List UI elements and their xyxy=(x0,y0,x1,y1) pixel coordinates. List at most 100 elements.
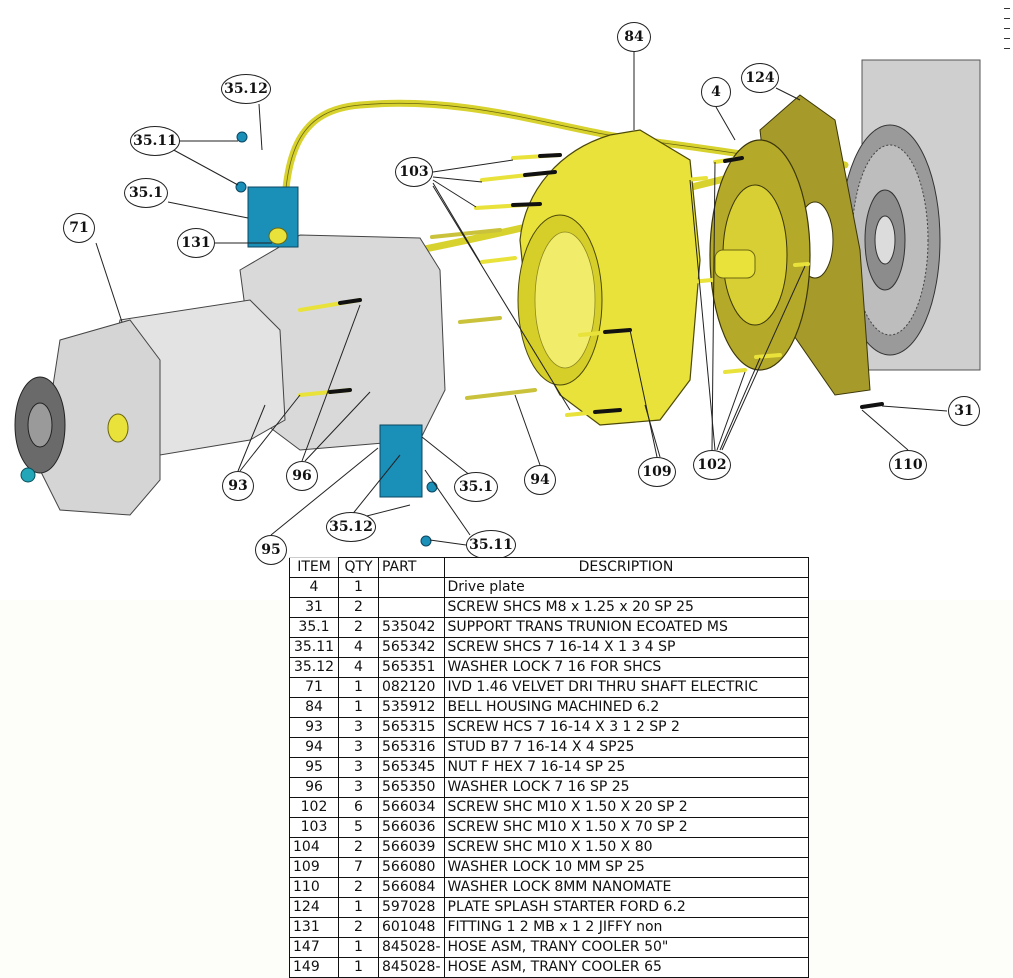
cell-item: 149 xyxy=(289,957,339,978)
callout-110: 110 xyxy=(889,450,927,480)
cell-description: SCREW SHCS 7 16-14 X 1 3 4 SP xyxy=(443,637,809,658)
cell-item: 104 xyxy=(289,837,339,858)
cell-qty: 1 xyxy=(338,677,379,698)
callout-96: 96 xyxy=(286,461,318,491)
header-part: PART xyxy=(378,557,445,578)
cell-description: NUT F HEX 7 16-14 SP 25 xyxy=(443,757,809,778)
callout-124: 124 xyxy=(741,63,779,93)
cell-description: WASHER LOCK 7 16 SP 25 xyxy=(443,777,809,798)
corner-tick-marks xyxy=(1004,8,1013,58)
cell-part: 565350 xyxy=(378,777,445,798)
callout-4: 4 xyxy=(701,77,731,107)
cell-item: 31 xyxy=(289,597,339,618)
cell-qty: 2 xyxy=(338,877,379,898)
cell-qty: 2 xyxy=(338,837,379,858)
cell-description: PLATE SPLASH STARTER FORD 6.2 xyxy=(443,897,809,918)
cell-description: SCREW SHC M10 X 1.50 X 20 SP 2 xyxy=(443,797,809,818)
callout-95: 95 xyxy=(255,535,287,565)
header-description: DESCRIPTION xyxy=(443,557,809,578)
header-qty: QTY xyxy=(338,557,379,578)
cell-item: 96 xyxy=(289,777,339,798)
cell-part: 565315 xyxy=(378,717,445,738)
cell-item: 103 xyxy=(289,817,339,838)
bolts xyxy=(298,153,884,417)
drive-plate xyxy=(709,139,811,371)
cell-part: 566034 xyxy=(378,797,445,818)
callout-71: 71 xyxy=(63,213,95,243)
leader-lines xyxy=(95,52,948,546)
cell-description: STUD B7 7 16-14 X 4 SP25 xyxy=(443,737,809,758)
cell-part: 566036 xyxy=(378,817,445,838)
callout-94: 94 xyxy=(524,465,556,495)
callout-31: 31 xyxy=(948,396,980,426)
cell-qty: 4 xyxy=(338,637,379,658)
cell-item: 84 xyxy=(289,697,339,718)
cell-part: 566084 xyxy=(378,877,445,898)
cell-description: Drive plate xyxy=(443,577,809,598)
cell-part: 566080 xyxy=(378,857,445,878)
cell-qty: 1 xyxy=(338,697,379,718)
cell-qty: 2 xyxy=(338,917,379,938)
cell-part: 082120 xyxy=(378,677,445,698)
cell-item: 110 xyxy=(289,877,339,898)
cell-description: SCREW SHCS M8 x 1.25 x 20 SP 25 xyxy=(443,597,809,618)
cell-item: 147 xyxy=(289,937,339,958)
cell-description: SUPPORT TRANS TRUNION ECOATED MS xyxy=(443,617,809,638)
cell-qty: 1 xyxy=(338,957,379,978)
cell-qty: 3 xyxy=(338,757,379,778)
cell-part: 845028- xyxy=(378,937,445,958)
cell-description: SCREW SHC M10 X 1.50 X 70 SP 2 xyxy=(443,817,809,838)
cell-item: 71 xyxy=(289,677,339,698)
cell-qty: 1 xyxy=(338,937,379,958)
cell-part: 565345 xyxy=(378,757,445,778)
cell-part: 845028- xyxy=(378,957,445,978)
cell-part: 535912 xyxy=(378,697,445,718)
cell-item: 93 xyxy=(289,717,339,738)
engine-block xyxy=(839,59,981,371)
trunnion-supports xyxy=(247,186,423,498)
cell-qty: 2 xyxy=(338,617,379,638)
callout-109: 109 xyxy=(638,457,676,487)
cell-item: 94 xyxy=(289,737,339,758)
cell-item: 109 xyxy=(289,857,339,878)
cell-qty: 1 xyxy=(338,897,379,918)
callout-35-1-top: 35.1 xyxy=(124,178,168,208)
cell-item: 35.12 xyxy=(289,657,339,678)
cell-part: 566039 xyxy=(378,837,445,858)
callout-103: 103 xyxy=(395,157,433,187)
cell-part xyxy=(378,597,445,618)
cell-description: HOSE ASM, TRANY COOLER 50" xyxy=(443,937,809,958)
callout-131: 131 xyxy=(177,228,215,258)
cell-description: IVD 1.46 VELVET DRI THRU SHAFT ELECTRIC xyxy=(443,677,809,698)
cell-qty: 6 xyxy=(338,797,379,818)
cell-description: SCREW HCS 7 16-14 X 3 1 2 SP 2 xyxy=(443,717,809,738)
cell-part: 597028 xyxy=(378,897,445,918)
cell-item: 35.11 xyxy=(289,637,339,658)
cell-qty: 3 xyxy=(338,737,379,758)
header-item: ITEM xyxy=(289,557,339,578)
cell-description: WASHER LOCK 10 MM SP 25 xyxy=(443,857,809,878)
cell-item: 4 xyxy=(289,577,339,598)
cell-qty: 1 xyxy=(338,577,379,598)
cell-qty: 4 xyxy=(338,657,379,678)
cell-item: 124 xyxy=(289,897,339,918)
callout-35-11-top: 35.11 xyxy=(130,126,180,156)
cell-part: 601048 xyxy=(378,917,445,938)
callout-35-12-top: 35.12 xyxy=(221,74,271,104)
